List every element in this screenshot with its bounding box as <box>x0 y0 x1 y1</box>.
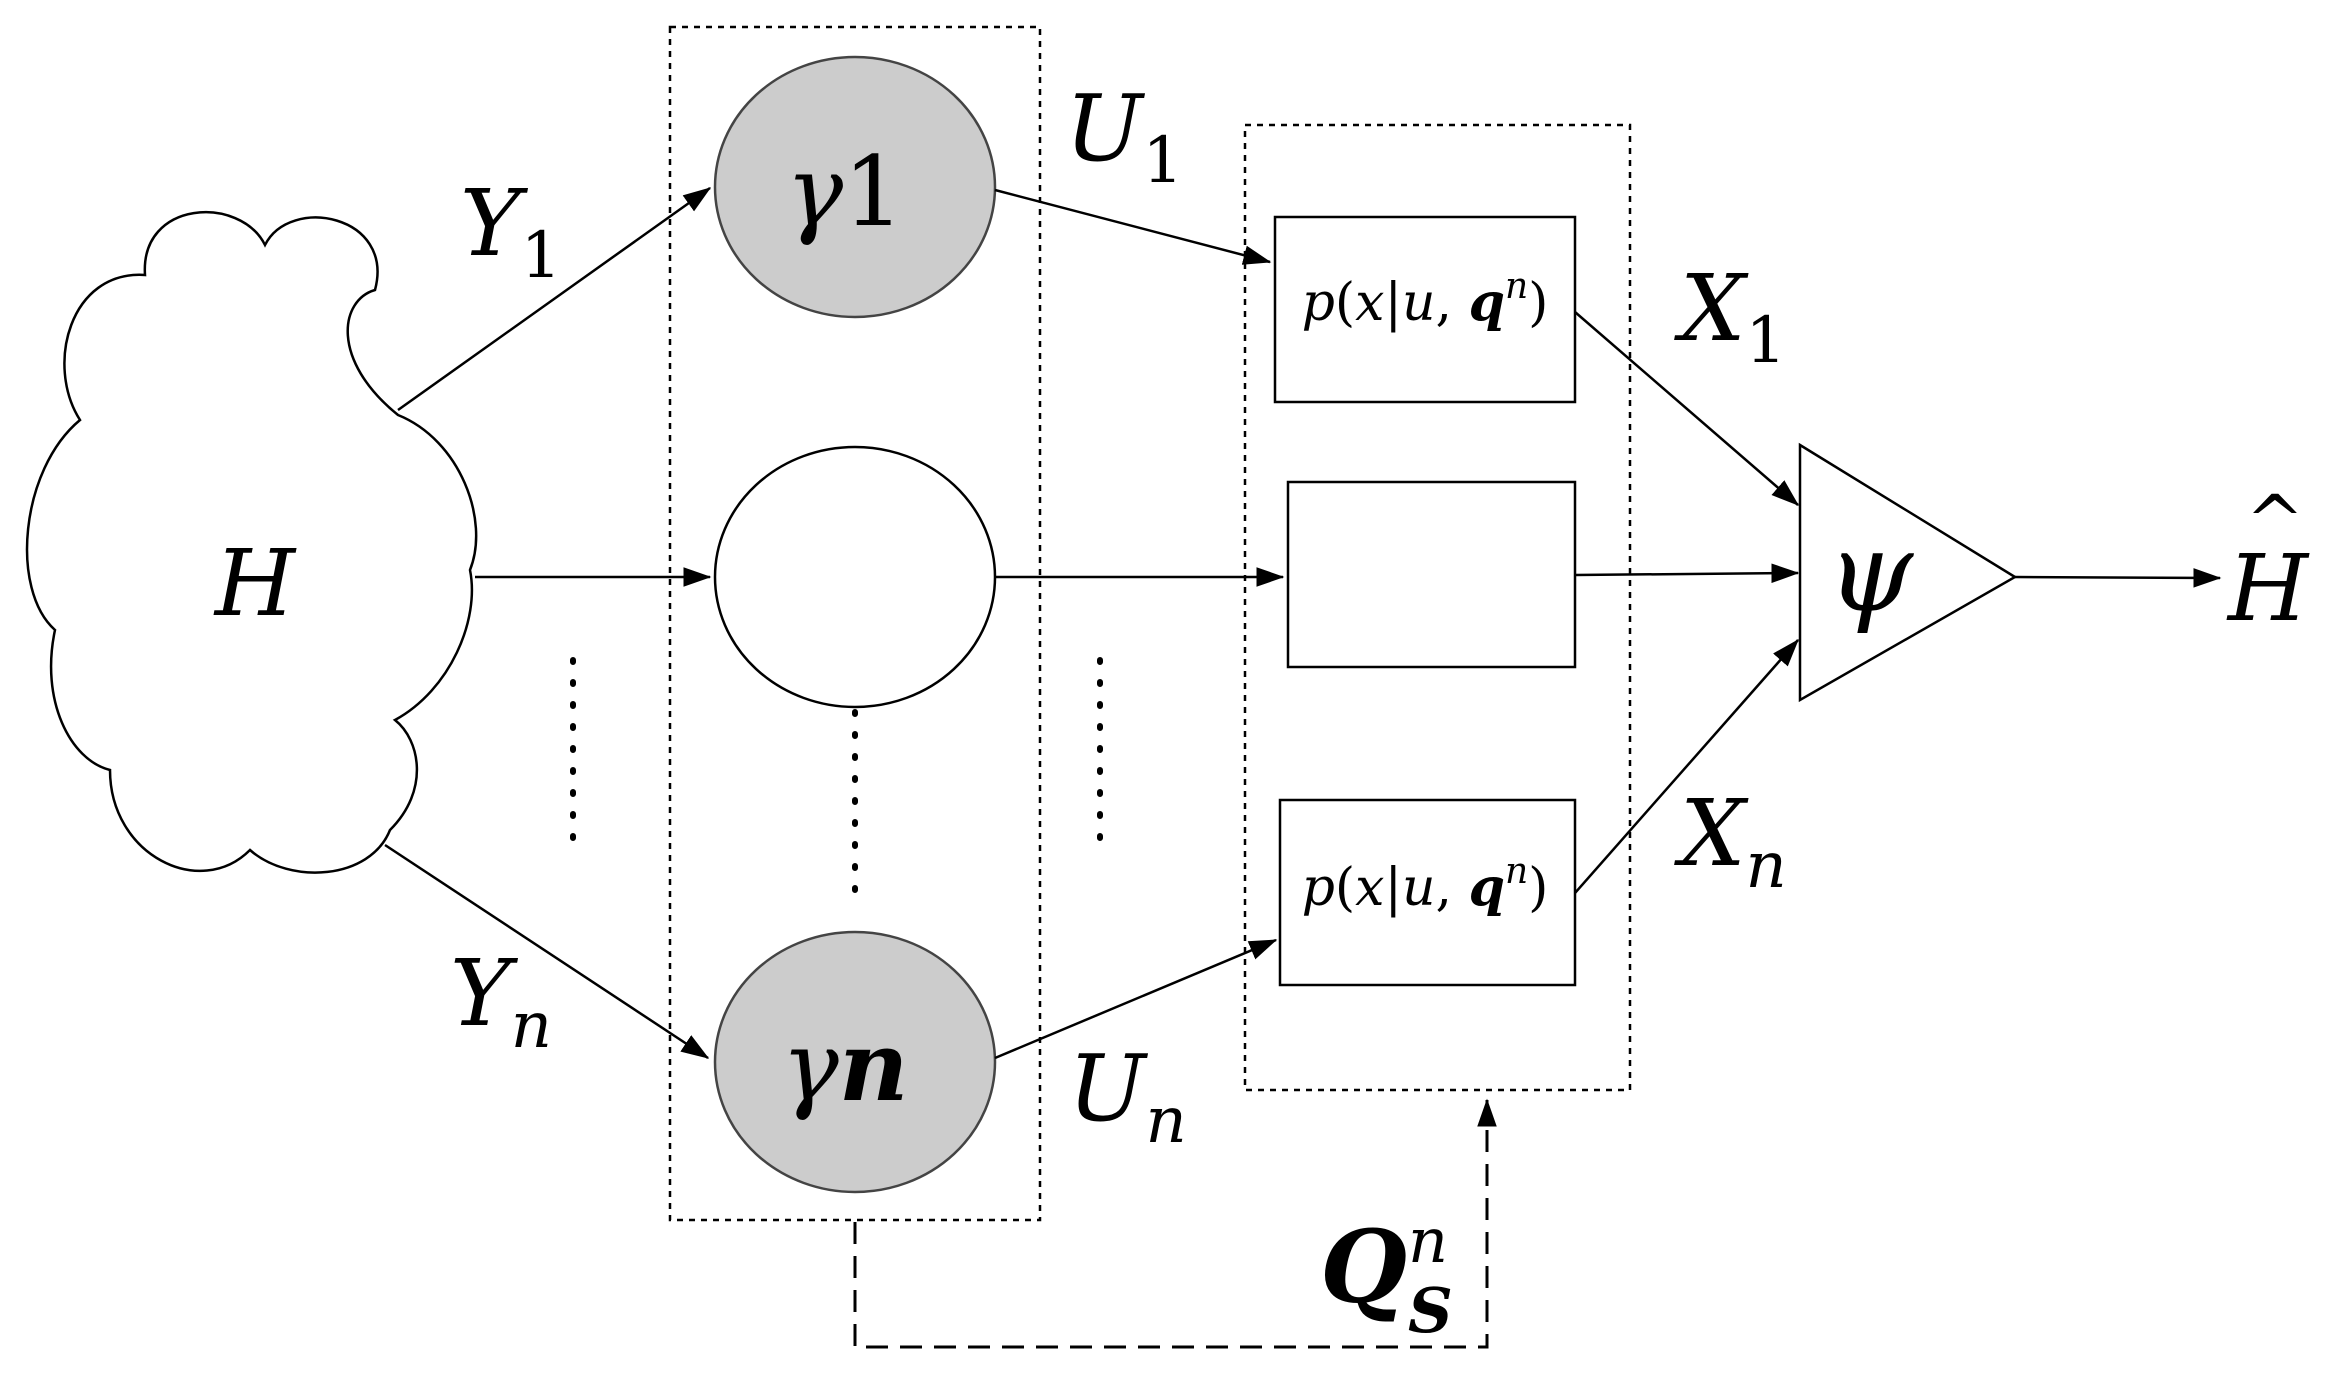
edge-channeln-to-fusion <box>1574 638 1799 894</box>
channel-box-n-label: p(x|u, qn) <box>1302 851 1549 918</box>
output-hat: ^ <box>2246 480 2305 562</box>
output-label: H <box>2226 535 2310 642</box>
edge-fusion-to-output <box>2014 568 2222 588</box>
label-x1: X1 <box>1674 255 1786 378</box>
sensor-node-middle <box>713 445 997 709</box>
channel-box-1-label: p(x|u, qn) <box>1302 266 1549 333</box>
channel-box-middle <box>1286 480 1577 669</box>
sensor-node-n-label: γn <box>781 1010 908 1123</box>
edge-channel1-to-fusion <box>1574 311 1800 506</box>
label-yn: Yn <box>450 940 552 1063</box>
label-u1: U1 <box>1065 75 1183 198</box>
edge-gamma1-to-channel1 <box>994 188 1272 265</box>
source-label: H <box>213 530 297 637</box>
label-strategy: Q <box>1320 1208 1407 1326</box>
channel-group-box <box>1243 123 1632 1092</box>
sensor-group-box <box>668 25 1042 1222</box>
source-cloud <box>25 210 478 874</box>
label-strategy-sup: n <box>1408 1204 1448 1277</box>
label-un: Un <box>1068 1035 1187 1158</box>
label-y1: Y1 <box>460 170 561 293</box>
edge-gamman-to-channeln <box>994 938 1278 1060</box>
sensor-node-1-label: γ1 <box>786 136 904 248</box>
edge-h-to-gamma1 <box>397 186 712 412</box>
label-xn: Xn <box>1674 780 1787 903</box>
edge-h-to-gamman <box>384 843 710 1060</box>
sensor-node-1 <box>713 55 997 319</box>
fusion-triangle <box>1798 442 2018 703</box>
channel-box-1 <box>1273 215 1577 404</box>
fusion-label: ψ <box>1827 508 1915 636</box>
sensor-node-n <box>713 930 997 1194</box>
edge-channel-middle-to-fusion <box>1574 563 1800 584</box>
label-strategy-sub: S <box>1408 1274 1453 1347</box>
